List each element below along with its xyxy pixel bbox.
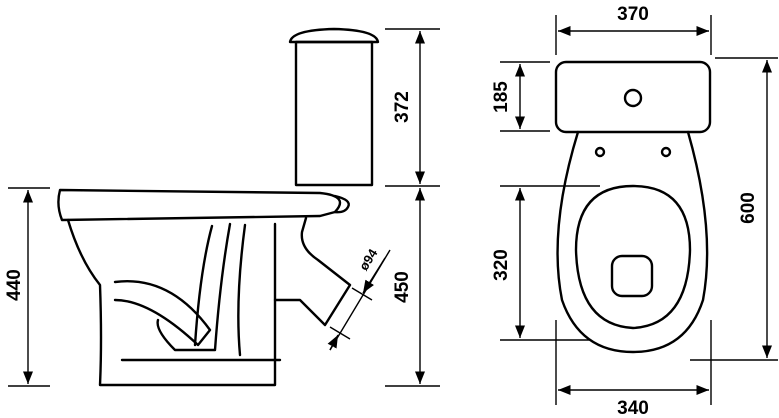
- cistern-top: [554, 60, 712, 134]
- dim-label-340: 340: [617, 398, 649, 418]
- top-view: 370 185 320 600 340: [491, 4, 778, 418]
- dim-label-320: 320: [491, 249, 512, 281]
- bowl-side: [57, 188, 352, 387]
- dimension-340: 340: [555, 320, 712, 418]
- dim-label-600: 600: [738, 192, 759, 224]
- dim-label-outlet: ø94: [356, 245, 381, 273]
- dimension-320: 320: [491, 185, 600, 341]
- dimension-440: 440: [4, 187, 50, 387]
- dimension-185: 185: [491, 61, 550, 132]
- dimension-outlet-diameter: ø94: [327, 245, 391, 351]
- side-view: 440 372 450 ø94: [4, 27, 440, 387]
- dim-label-185: 185: [491, 81, 512, 113]
- dim-label-450: 450: [392, 271, 413, 303]
- dim-label-372: 372: [392, 91, 413, 123]
- dimension-370: 370: [555, 4, 712, 55]
- dim-label-440: 440: [4, 269, 25, 301]
- dim-label-370: 370: [617, 4, 649, 25]
- dimension-372-450: 372 450: [385, 28, 440, 387]
- bowl-top: [556, 130, 709, 354]
- dimension-600: 600: [690, 57, 778, 361]
- cistern-side: [288, 27, 380, 187]
